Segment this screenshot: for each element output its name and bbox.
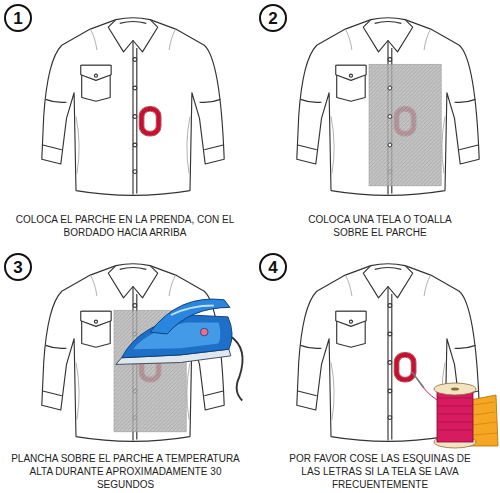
caption-text: COLOCA EL PARCHE EN LA PRENDA, CON EL BO… (16, 214, 234, 238)
step-number: 2 (268, 10, 277, 27)
step-number-circle: 4 (259, 253, 287, 281)
step-number: 3 (13, 259, 22, 276)
step-number-circle: 3 (4, 253, 32, 281)
step-caption: POR FAVOR COSE LAS ESQUINAS DE LAS LETRA… (285, 452, 475, 491)
step-caption: PLANCHA SOBRE EL PARCHE A TEMPERATURA AL… (3, 452, 248, 491)
caption-text: COLOCA UNA TELA O TOALLA SOBRE EL PARCHE (308, 214, 451, 238)
step-number-circle: 1 (4, 4, 32, 32)
step-number: 4 (268, 259, 277, 276)
step-number-circle: 2 (259, 4, 287, 32)
step-caption: COLOCA UNA TELA O TOALLA SOBRE EL PARCHE (300, 213, 460, 239)
caption-text: PLANCHA SOBRE EL PARCHE A TEMPERATURA AL… (11, 453, 240, 490)
caption-text: POR FAVOR COSE LAS ESQUINAS DE LAS LETRA… (289, 453, 471, 490)
step-caption: COLOCA EL PARCHE EN LA PRENDA, CON EL BO… (5, 213, 245, 239)
step-number: 1 (13, 10, 22, 27)
